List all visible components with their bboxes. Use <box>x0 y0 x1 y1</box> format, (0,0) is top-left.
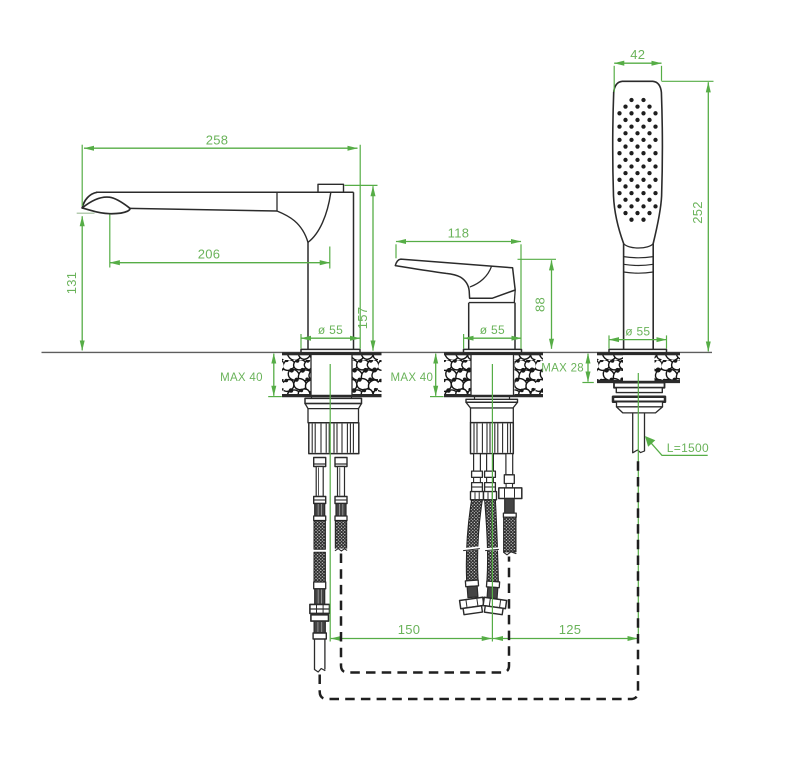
svg-text:88: 88 <box>532 297 547 312</box>
svg-text:118: 118 <box>448 225 470 240</box>
svg-text:MAX 40: MAX 40 <box>220 372 263 384</box>
svg-text:L=1500: L=1500 <box>667 441 709 455</box>
svg-text:252: 252 <box>690 201 705 224</box>
svg-text:ø 55: ø 55 <box>625 325 650 339</box>
svg-text:125: 125 <box>559 622 582 637</box>
svg-text:131: 131 <box>64 272 79 295</box>
svg-text:206: 206 <box>198 246 221 261</box>
svg-text:ø 55: ø 55 <box>318 323 343 337</box>
svg-text:ø 55: ø 55 <box>480 323 505 337</box>
svg-text:MAX 28: MAX 28 <box>541 362 584 374</box>
svg-text:258: 258 <box>206 132 229 147</box>
svg-text:MAX 40: MAX 40 <box>390 372 433 384</box>
svg-text:42: 42 <box>630 47 645 62</box>
svg-text:157: 157 <box>355 307 370 330</box>
svg-text:150: 150 <box>398 622 421 637</box>
